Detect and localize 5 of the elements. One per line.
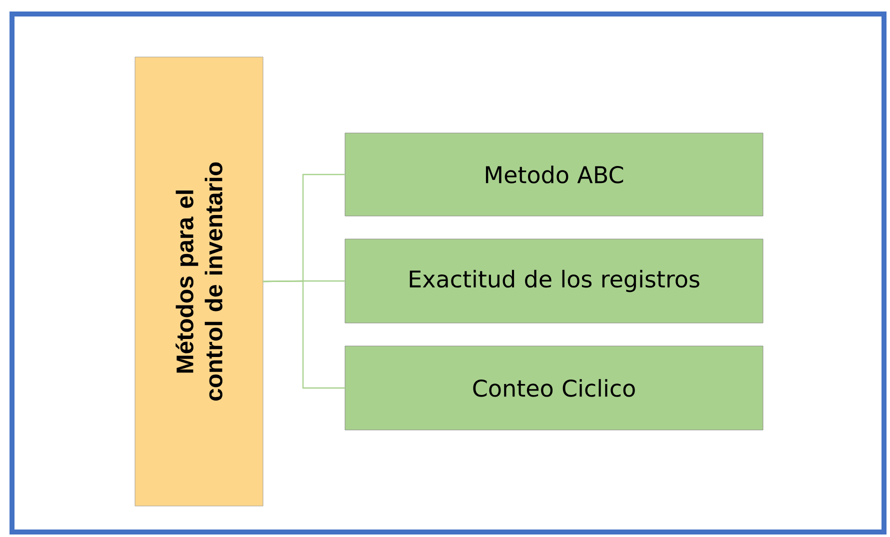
title-box: Métodos para el control de inventario (134, 56, 264, 506)
connector-line (263, 280, 345, 389)
method-box: Metodo ABC (344, 132, 764, 216)
method-box: Exactitud de los registros (344, 238, 764, 324)
method-box: Conteo Ciclico (344, 346, 764, 430)
